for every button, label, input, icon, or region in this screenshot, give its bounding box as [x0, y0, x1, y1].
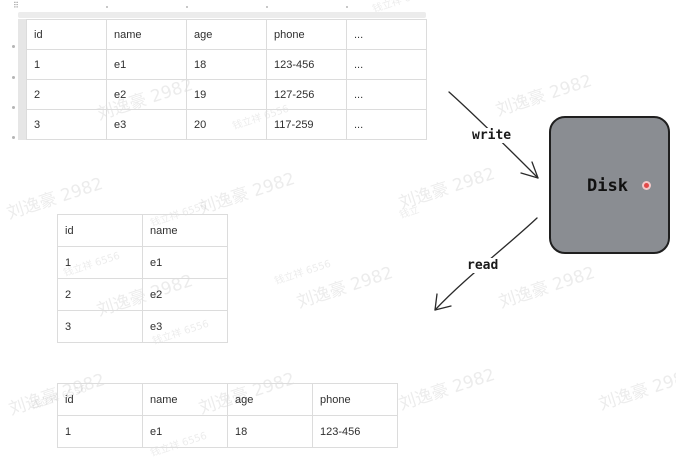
table-cell[interactable]: e3: [142, 310, 228, 343]
read-label: read: [465, 258, 501, 273]
row-marker-dot: [12, 45, 15, 48]
header-cell[interactable]: ...: [346, 19, 427, 50]
row-table: id name age phone 1 e1 18 123-456: [57, 383, 398, 448]
cursor-indicator-icon: [642, 181, 651, 190]
table-cell[interactable]: 1: [26, 49, 107, 80]
projection-table: id name 1 e1 2 e2 3 e3: [57, 214, 228, 343]
table-cell[interactable]: 18: [186, 49, 267, 80]
table-cell[interactable]: 19: [186, 79, 267, 110]
table-cell[interactable]: e1: [142, 246, 228, 279]
table-cell[interactable]: ...: [346, 109, 427, 140]
table-cell[interactable]: ...: [346, 79, 427, 110]
drag-handle-icon[interactable]: ⠿: [13, 1, 20, 10]
column-marker: [186, 6, 188, 8]
disk-block[interactable]: Disk: [549, 116, 670, 254]
header-cell[interactable]: age: [186, 19, 267, 50]
table-cell[interactable]: 2: [26, 79, 107, 110]
header-cell[interactable]: id: [26, 19, 107, 50]
column-marker: [346, 6, 348, 8]
table-cell[interactable]: 3: [26, 109, 107, 140]
table-cell[interactable]: e1: [142, 415, 228, 448]
table-cell[interactable]: 20: [186, 109, 267, 140]
table-row: 3 e3 20 117-259 ...: [26, 109, 427, 140]
table-row: 1 e1 18 123-456 ...: [26, 49, 427, 80]
read-arrowhead: [434, 293, 452, 311]
watermark-text: 刘逸豪 2982: [493, 70, 595, 121]
table-row-handle[interactable]: [18, 19, 26, 140]
table-row: 1 e1: [57, 246, 228, 279]
table-cell[interactable]: e2: [106, 79, 187, 110]
table-cell[interactable]: 3: [57, 310, 143, 343]
watermark-text: 刘逸豪 2982: [396, 163, 498, 214]
header-cell[interactable]: age: [227, 383, 313, 416]
table-row: 2 e2: [57, 278, 228, 311]
watermark-text: 刘逸豪 2982: [396, 364, 498, 415]
table-cell[interactable]: 18: [227, 415, 313, 448]
write-arrowhead: [520, 161, 539, 179]
table-cell[interactable]: e3: [106, 109, 187, 140]
table-cell[interactable]: 1: [57, 415, 143, 448]
main-table: id name age phone ... 1 e1 18 123-456 ..…: [26, 19, 427, 140]
table-cell[interactable]: 123-456: [312, 415, 398, 448]
header-cell[interactable]: name: [142, 214, 228, 247]
header-cell[interactable]: name: [142, 383, 228, 416]
table-cell[interactable]: e2: [142, 278, 228, 311]
column-marker: [106, 6, 108, 8]
disk-label: Disk: [587, 176, 628, 196]
column-marker: [266, 6, 268, 8]
table-top-handle[interactable]: [18, 12, 426, 18]
header-cell[interactable]: name: [106, 19, 187, 50]
header-cell[interactable]: phone: [266, 19, 347, 50]
row-marker-dot: [12, 136, 15, 139]
watermark-text: 钱立祥 6556: [273, 258, 333, 288]
header-cell[interactable]: id: [57, 383, 143, 416]
row-marker-dot: [12, 76, 15, 79]
table-cell[interactable]: e1: [106, 49, 187, 80]
table-header-row: id name age phone: [57, 383, 398, 416]
table-row: 3 e3: [57, 310, 228, 343]
table-cell[interactable]: 117-259: [266, 109, 347, 140]
table-cell[interactable]: 123-456: [266, 49, 347, 80]
header-cell[interactable]: phone: [312, 383, 398, 416]
table-header-row: id name: [57, 214, 228, 247]
write-label: write: [470, 128, 514, 143]
table-row: 1 e1 18 123-456: [57, 415, 398, 448]
row-marker-dot: [12, 106, 15, 109]
watermark-text: 刘逸豪 2982: [294, 262, 396, 313]
watermark-text: 钱立: [398, 204, 421, 222]
table-cell[interactable]: 2: [57, 278, 143, 311]
header-cell[interactable]: id: [57, 214, 143, 247]
watermark-text: 刘逸豪 2982: [596, 364, 676, 415]
watermark-text: 刘逸豪 2982: [496, 262, 598, 313]
table-cell[interactable]: 1: [57, 246, 143, 279]
table-row: 2 e2 19 127-256 ...: [26, 79, 427, 110]
watermark-text: 刘逸豪 2982: [196, 168, 298, 219]
table-cell[interactable]: ...: [346, 49, 427, 80]
table-header-row: id name age phone ...: [26, 19, 427, 50]
table-cell[interactable]: 127-256: [266, 79, 347, 110]
